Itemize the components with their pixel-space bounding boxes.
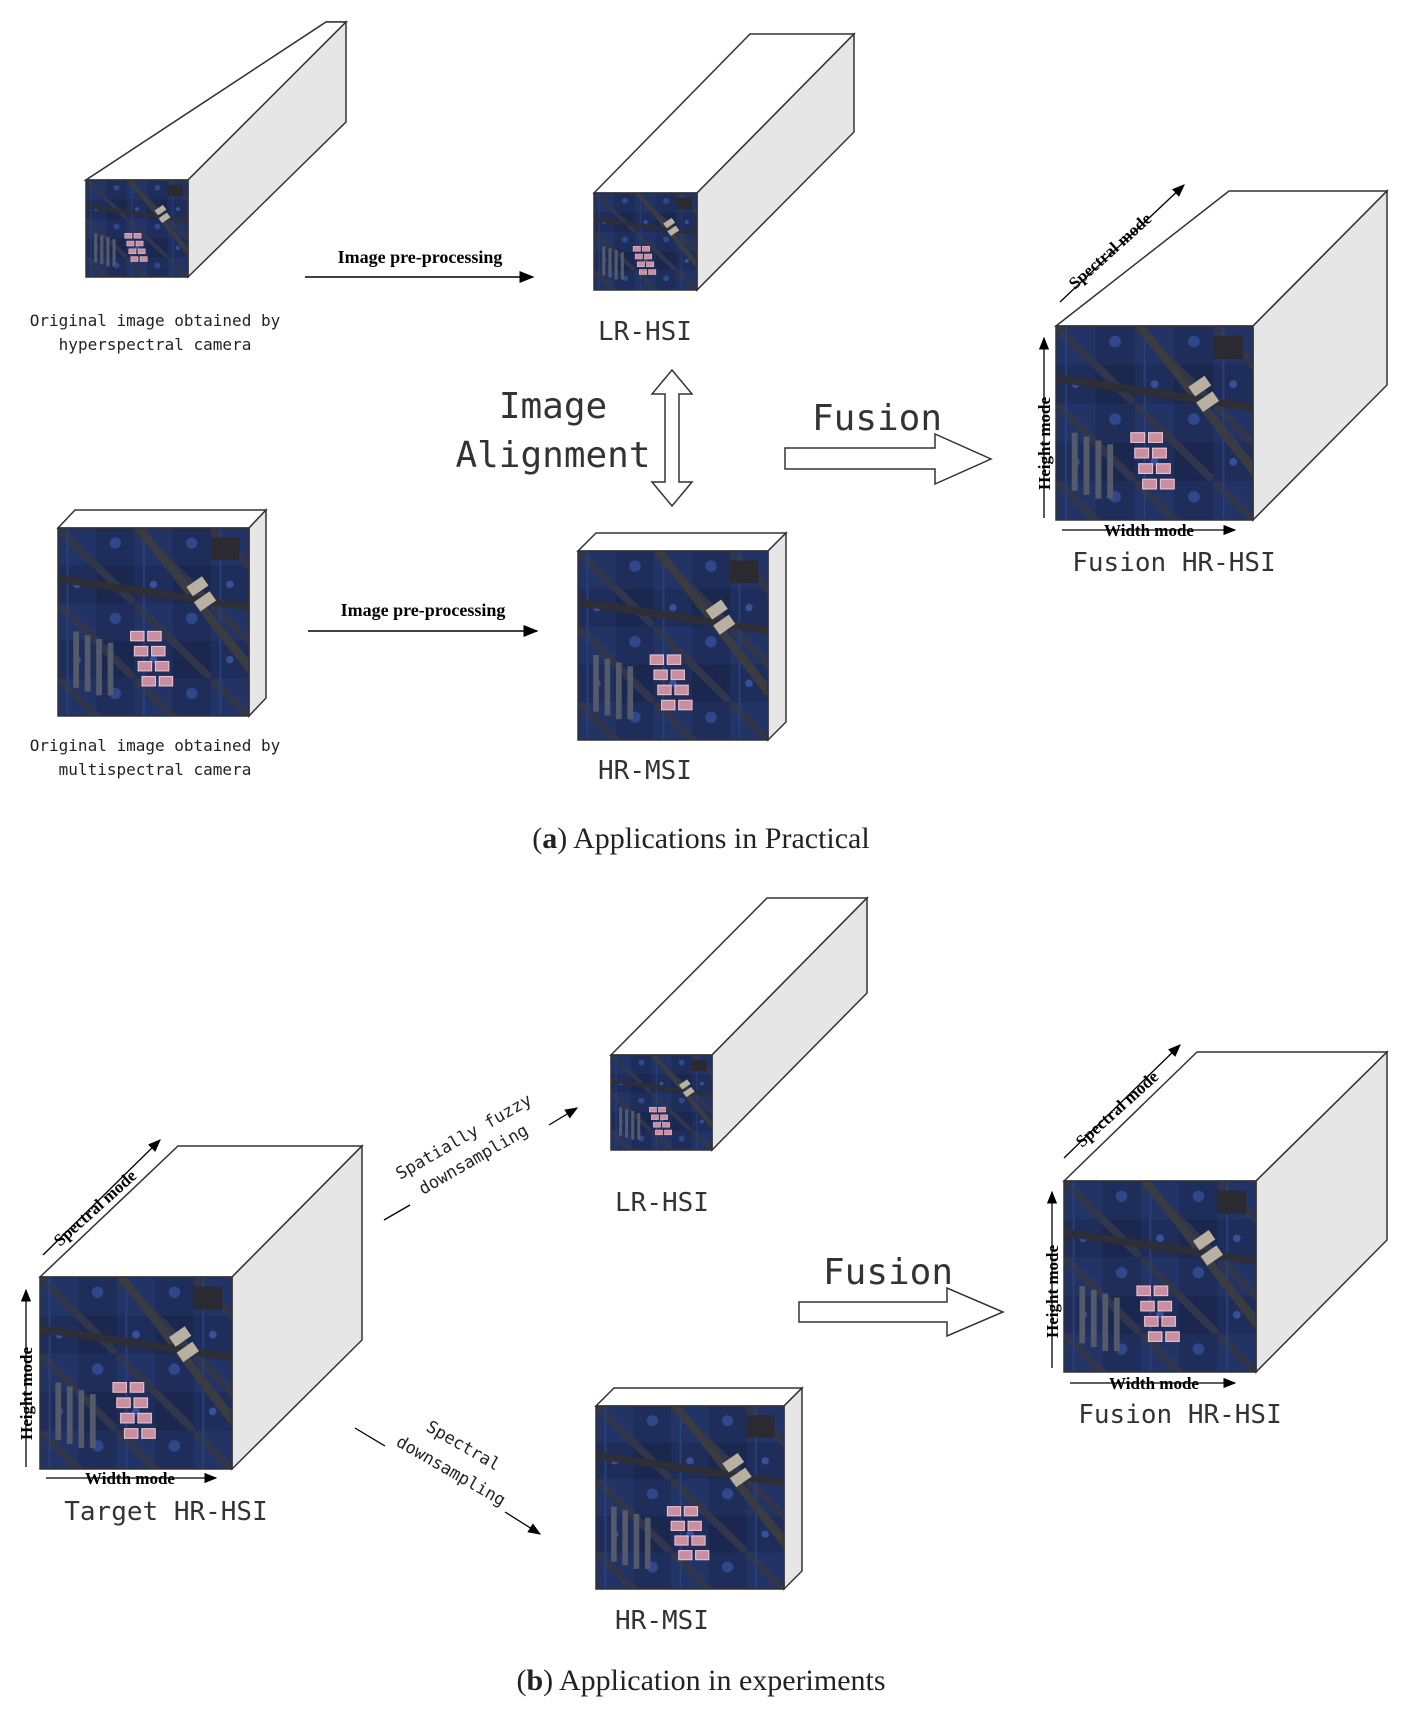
spectral-downsampling-arrow-tail	[354, 1427, 386, 1447]
fusion-label-b: Fusion	[823, 1252, 953, 1293]
alignment-label-line2: Alignment	[455, 435, 650, 476]
caption-a: (a) Applications in Practical	[532, 822, 869, 855]
lr-hsi-label: LR-HSI	[598, 317, 692, 347]
fusion-b-width-mode-label: Width mode	[1109, 1374, 1199, 1393]
spatial-downsampling-arrow-head	[548, 1107, 579, 1126]
caption-b-letter: b	[526, 1664, 543, 1697]
fusion-arrow	[784, 432, 993, 486]
fusion-b-spectral-mode-axis	[1063, 1044, 1181, 1159]
preprocess-label-top: Image pre-processing	[338, 247, 503, 267]
hyperspectral-caption-line2: hyperspectral camera	[59, 335, 252, 354]
target-height-mode-label: Height mode	[17, 1347, 36, 1440]
hr-msi-cube-b	[594, 1386, 804, 1591]
spatial-downsampling-arrow-tail	[383, 1204, 411, 1221]
multispectral-caption-line2: multispectral camera	[59, 760, 252, 779]
target-hr-hsi-cuboid	[38, 1144, 364, 1471]
multispectral-cube	[56, 508, 268, 718]
target-width-mode-label: Width mode	[85, 1469, 175, 1488]
multispectral-caption-line1: Original image obtained by	[30, 736, 281, 755]
target-spectral-mode-axis	[42, 1139, 161, 1256]
lr-hsi-cuboid-b	[609, 896, 869, 1152]
fusion-hr-hsi-label: Fusion HR-HSI	[1072, 548, 1276, 578]
hyperspectral-caption-line1: Original image obtained by	[30, 311, 281, 330]
fusion-label: Fusion	[812, 398, 942, 439]
caption-b-text: Application in experiments	[559, 1664, 886, 1697]
caption-a-letter: a	[542, 822, 557, 855]
lr-hsi-cuboid	[592, 32, 856, 292]
width-mode-label: Width mode	[1104, 521, 1194, 540]
lr-hsi-label-b: LR-HSI	[615, 1188, 709, 1218]
alignment-label-line1: Image	[499, 386, 607, 427]
hr-msi-cube	[576, 531, 788, 742]
target-hr-hsi-label: Target HR-HSI	[64, 1497, 268, 1527]
spectral-downsampling-arrow-head	[504, 1511, 542, 1535]
spectral-mode-axis	[1059, 184, 1185, 303]
hr-msi-label: HR-MSI	[598, 756, 692, 786]
caption-b: (b) Application in experiments	[516, 1664, 885, 1697]
fusion-hr-hsi-label-b: Fusion HR-HSI	[1078, 1400, 1282, 1430]
fusion-arrow-b	[798, 1286, 1005, 1338]
hr-msi-label-b: HR-MSI	[615, 1606, 709, 1636]
hyperspectral-cuboid	[83, 20, 348, 279]
fusion-b-height-mode-label: Height mode	[1043, 1245, 1062, 1338]
fusion-hr-hsi-cuboid-b	[1062, 1050, 1389, 1374]
height-mode-label: Height mode	[1035, 397, 1054, 490]
preprocess-label-bottom: Image pre-processing	[341, 600, 506, 620]
fusion-hr-hsi-cuboid	[1053, 189, 1389, 522]
caption-a-text: Applications in Practical	[573, 822, 870, 855]
alignment-double-arrow	[650, 368, 694, 508]
